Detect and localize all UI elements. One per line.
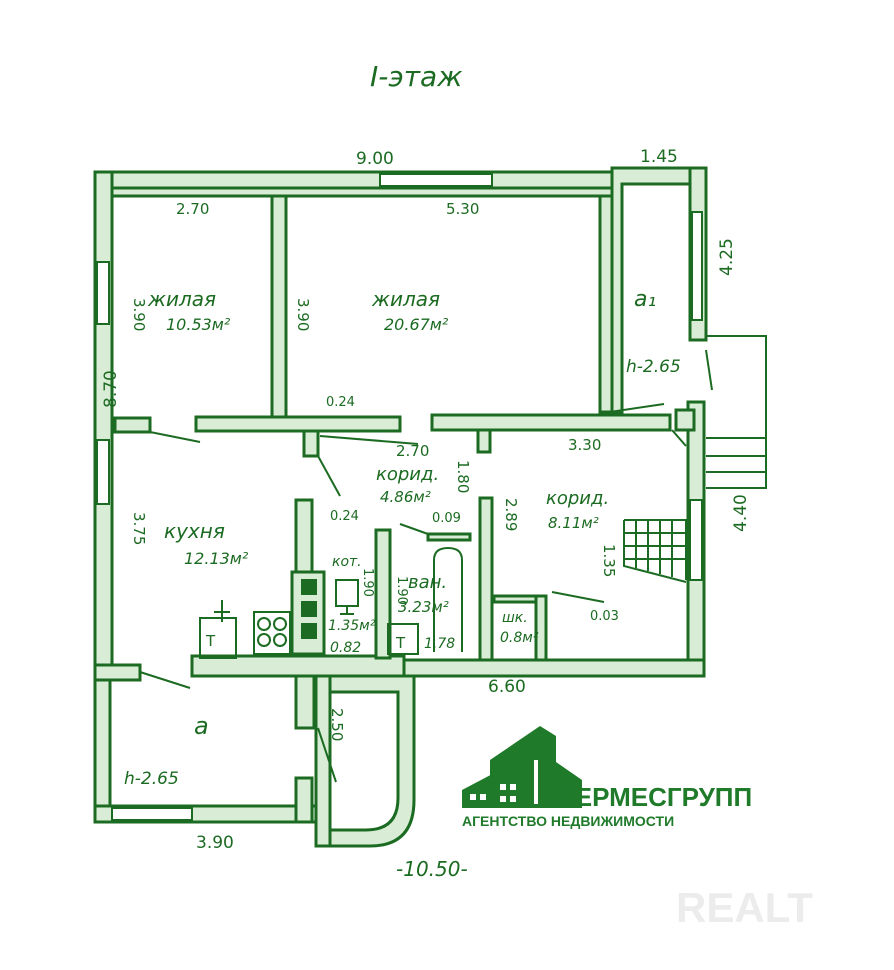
wall-room1-room2 [270, 194, 288, 420]
window-bottom-left [111, 807, 193, 821]
toilet [387, 623, 419, 655]
wall-room2-right [598, 194, 614, 414]
door-lines [139, 403, 687, 783]
room-toilet-area: 1.78 [424, 636, 455, 652]
room-living1-area: 10.53м² [166, 315, 231, 334]
vestibule-left [314, 674, 332, 848]
window-right-lower [689, 499, 703, 581]
outer-wall-left [93, 170, 114, 667]
dim-partition-024-b: 0.24 [330, 509, 359, 524]
dim-bottom-total: -10.50- [396, 857, 468, 881]
room-kitchen-area: 12.13м² [184, 549, 249, 568]
vestibule-curve [316, 674, 416, 848]
dim-right-lower: 4.40 [731, 494, 751, 532]
building-icon [462, 726, 582, 808]
dim-corridor2-width: 3.30 [568, 436, 601, 454]
boiler-unit [335, 579, 359, 607]
floor-title: I-этаж [370, 60, 462, 93]
dim-annex-right: 4.25 [717, 238, 737, 276]
boiler-wall [374, 528, 392, 660]
left-lower-wall [93, 663, 142, 682]
dim-corridor1-height: 1.80 [454, 460, 472, 493]
room-corridor2-name: корид. [546, 488, 609, 509]
annex-lower-left [93, 678, 112, 824]
fixtures [199, 546, 463, 659]
dim-kitchen-height: 3.75 [130, 512, 148, 545]
dim-partition-024-a: 0.24 [326, 395, 355, 410]
logo: ГЕРМЕСГРУПП АГЕНТСТВО НЕДВИЖИМОСТИ [462, 726, 752, 829]
room-living2-area: 20.67м² [384, 315, 449, 334]
room-annex-d: a [194, 712, 209, 740]
room-closet-area: 0.8м² [500, 630, 539, 646]
dim-room2-width: 5.30 [446, 200, 479, 218]
dim-overall-left: 8.70 [101, 370, 121, 408]
dim-corridor-top: 2.70 [396, 442, 429, 460]
dim-vestibule-depth: 2.50 [328, 708, 346, 741]
room-boiler-name: кот. [332, 554, 362, 570]
dim-corridor2-height: 2.89 [502, 498, 520, 531]
room-corridor1-area: 4.86м² [380, 488, 431, 506]
logo-tagline: АГЕНТСТВО НЕДВИЖИМОСТИ [462, 813, 674, 829]
room-bath-name: ван. [408, 572, 447, 593]
mid-wall-right [430, 413, 672, 432]
watermark: REALT [676, 884, 813, 931]
room-annex-d1: a₁ [634, 287, 656, 312]
room-living2-name: жилая [371, 287, 440, 311]
toilet-mark-1: T [205, 632, 216, 650]
bath-wall-right [478, 496, 494, 662]
sink [199, 617, 237, 659]
dim-boiler-wall: 1.90 [360, 568, 375, 597]
room-corridor2-area: 8.11м² [548, 514, 599, 532]
room-corridor1-name: корид. [376, 464, 439, 485]
dim-partition-003: 0.03 [590, 609, 619, 624]
window-left-1 [96, 261, 110, 325]
corridor-partition-a [302, 429, 320, 458]
mid-wall-left [113, 416, 152, 434]
window-annex-right [691, 211, 703, 321]
closet-side [534, 594, 548, 662]
height-d1: h-2.65 [626, 357, 681, 377]
labels: I-этаж 9.00 1.45 8.70 4.25 4.40 6.60 3.9… [101, 60, 751, 881]
dim-bath-wall: 1.90 [394, 576, 409, 605]
bottom-wall-right [400, 658, 706, 678]
dim-partition-009: 0.09 [432, 511, 461, 526]
inner-stairs [623, 519, 687, 583]
stove [253, 611, 291, 655]
walls [93, 166, 708, 848]
mid-wall-center [194, 415, 402, 433]
room-living1-name: жилая [147, 287, 216, 311]
dim-bottom-right: 6.60 [488, 677, 526, 697]
room-kitchen-name: кухня [164, 519, 225, 543]
annex-lower-right [294, 776, 314, 824]
inner-wall-top-room [110, 186, 614, 198]
toilet-mark-2: T [395, 634, 406, 652]
bathtub [433, 546, 463, 652]
room-small-area: 0.82 [330, 640, 361, 656]
dim-overall-top: 9.00 [356, 149, 394, 169]
dim-stair-length: 1.35 [600, 544, 618, 577]
bath-door-wall [426, 532, 472, 542]
windows [96, 173, 703, 821]
porch-stairs [705, 335, 767, 489]
room-closet-name: шк. [502, 610, 528, 626]
height-d: h-2.65 [124, 769, 179, 789]
corridor-partition-b [476, 428, 492, 454]
window-left-2 [96, 439, 110, 505]
dim-room2-height: 3.90 [294, 298, 312, 331]
room-bath-area: 3.23м² [398, 598, 449, 616]
dim-room1-height: 3.90 [130, 298, 148, 331]
dim-room1-width: 2.70 [176, 200, 209, 218]
dim-bottom-left: 3.90 [196, 833, 234, 853]
window-top-1 [379, 173, 493, 187]
room-boiler-area: 1.35м² [328, 618, 376, 634]
dim-annex-top: 1.45 [640, 147, 678, 167]
logo-name: ГЕРМЕСГРУПП [560, 782, 752, 812]
right-wall-pillar [674, 408, 696, 432]
vestibule-stub [294, 674, 316, 730]
